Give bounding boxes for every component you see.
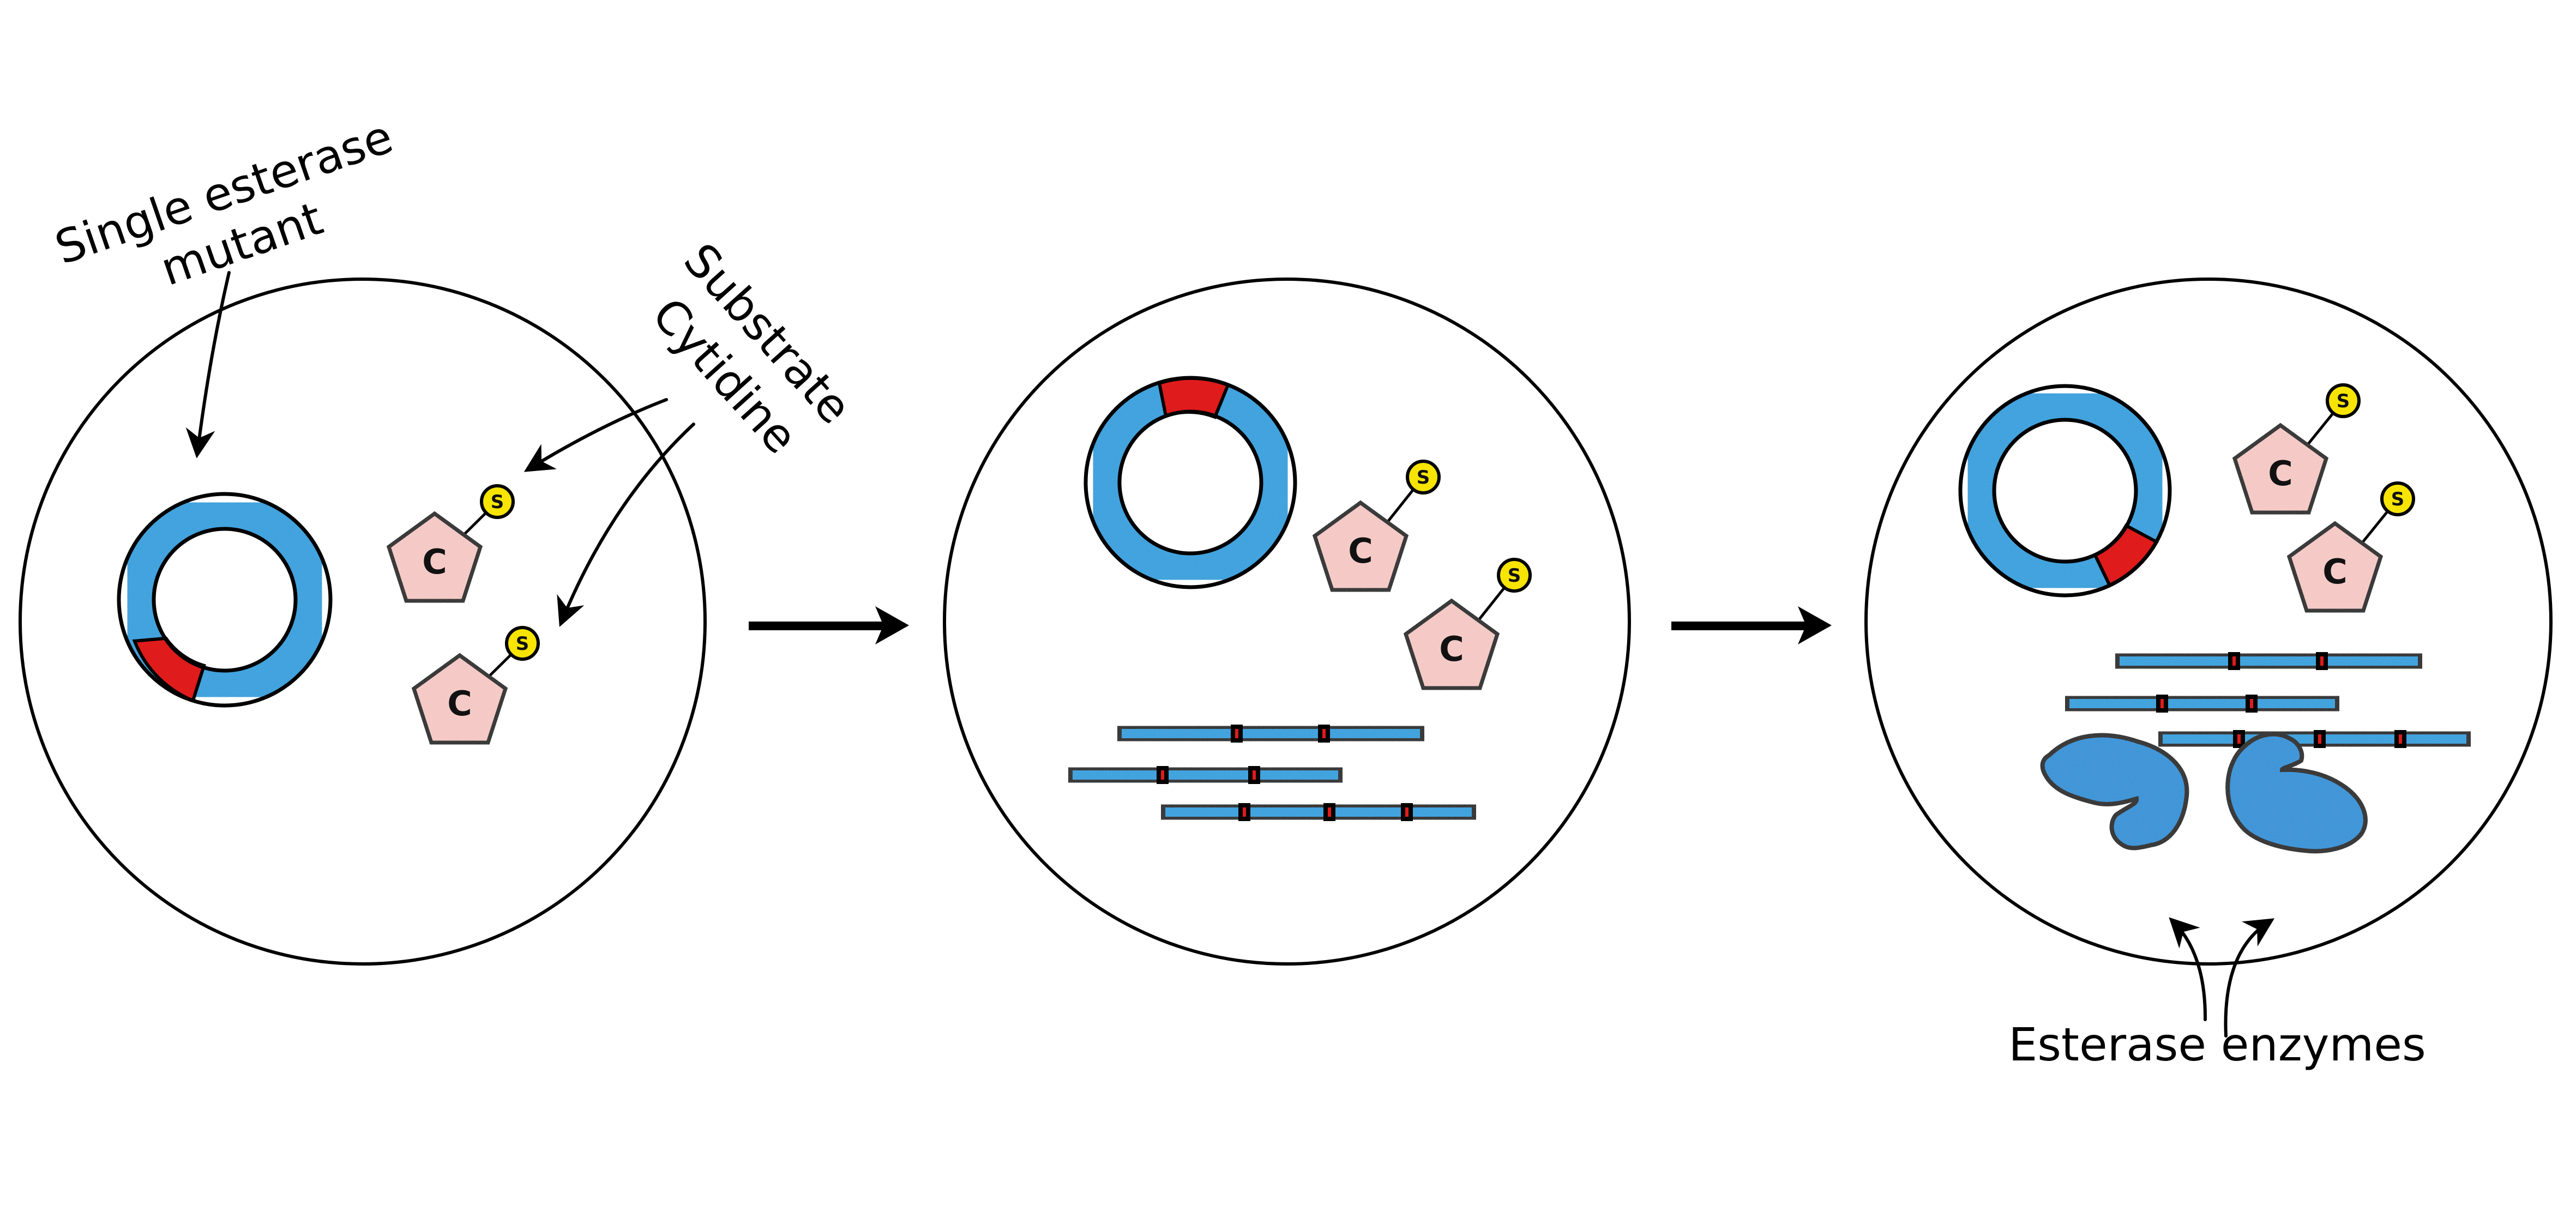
- transcript: [2115, 652, 2422, 670]
- plasmid-ring: [1958, 384, 2172, 598]
- substrate-letter: S: [2337, 390, 2350, 412]
- esterase-enzyme: [2225, 732, 2368, 854]
- cytidine-substrate: C S: [1403, 558, 1532, 690]
- label-esterase-enzymes: Esterase enzymes: [2008, 1018, 2426, 1071]
- substrate-letter: S: [2391, 489, 2405, 510]
- cytidine-letter: C: [447, 684, 472, 723]
- substrate-letter: S: [516, 633, 529, 655]
- cytidine-letter: C: [2268, 454, 2293, 493]
- panel-stage-1: C S C S Single esterase mutant Substrate…: [19, 110, 862, 966]
- stage-arrow-2: [1671, 606, 1832, 644]
- pointer-arrow-to-substrate-1: [523, 398, 668, 472]
- cytidine-substrate: C S: [1312, 460, 1441, 592]
- transcript: [1117, 725, 1424, 743]
- cytidine-letter: C: [1348, 531, 1373, 571]
- label-substrate-cytidine: Substrate Cytidine: [642, 233, 862, 464]
- cytidine-letter: C: [422, 542, 447, 582]
- substrate-circle: [480, 484, 515, 519]
- transcript: [1161, 803, 1476, 821]
- panel-stage-3: C S C S: [1864, 278, 2553, 1071]
- cytidine-letter: C: [1439, 629, 1464, 669]
- esterase-enzyme: [2040, 733, 2189, 851]
- cytidine-substrate: C S: [386, 484, 515, 603]
- transcript: [1068, 766, 1343, 784]
- substrate-letter: S: [1508, 565, 1521, 587]
- pointer-arrow-to-plasmid: [185, 271, 231, 459]
- substrate-letter: S: [1417, 467, 1430, 489]
- cytidine-substrate: C S: [411, 626, 540, 745]
- cell-boundary: [1864, 278, 2553, 966]
- pointer-arrow-to-enzyme-2: [2224, 918, 2275, 1038]
- pointer-arrow-to-substrate-2: [557, 423, 695, 627]
- cytidine-substrate: C S: [2232, 383, 2361, 515]
- cytidine-substrate: C S: [2286, 481, 2415, 613]
- cytidine-letter: C: [2322, 552, 2348, 592]
- stage-arrow-1: [749, 606, 909, 644]
- plasmid-ring: [117, 492, 333, 708]
- plasmid-dna: [119, 494, 330, 706]
- cell-boundary: [943, 278, 1631, 966]
- substrate-letter: S: [491, 491, 504, 513]
- transcript: [2158, 730, 2471, 748]
- panel-stage-2: C S C S: [943, 278, 1631, 966]
- plasmid-ring: [1084, 376, 1297, 589]
- transcript: [2065, 695, 2339, 713]
- cytidine-pentagon: [386, 511, 483, 603]
- pointer-arrow-to-enzyme-1: [2169, 917, 2207, 1021]
